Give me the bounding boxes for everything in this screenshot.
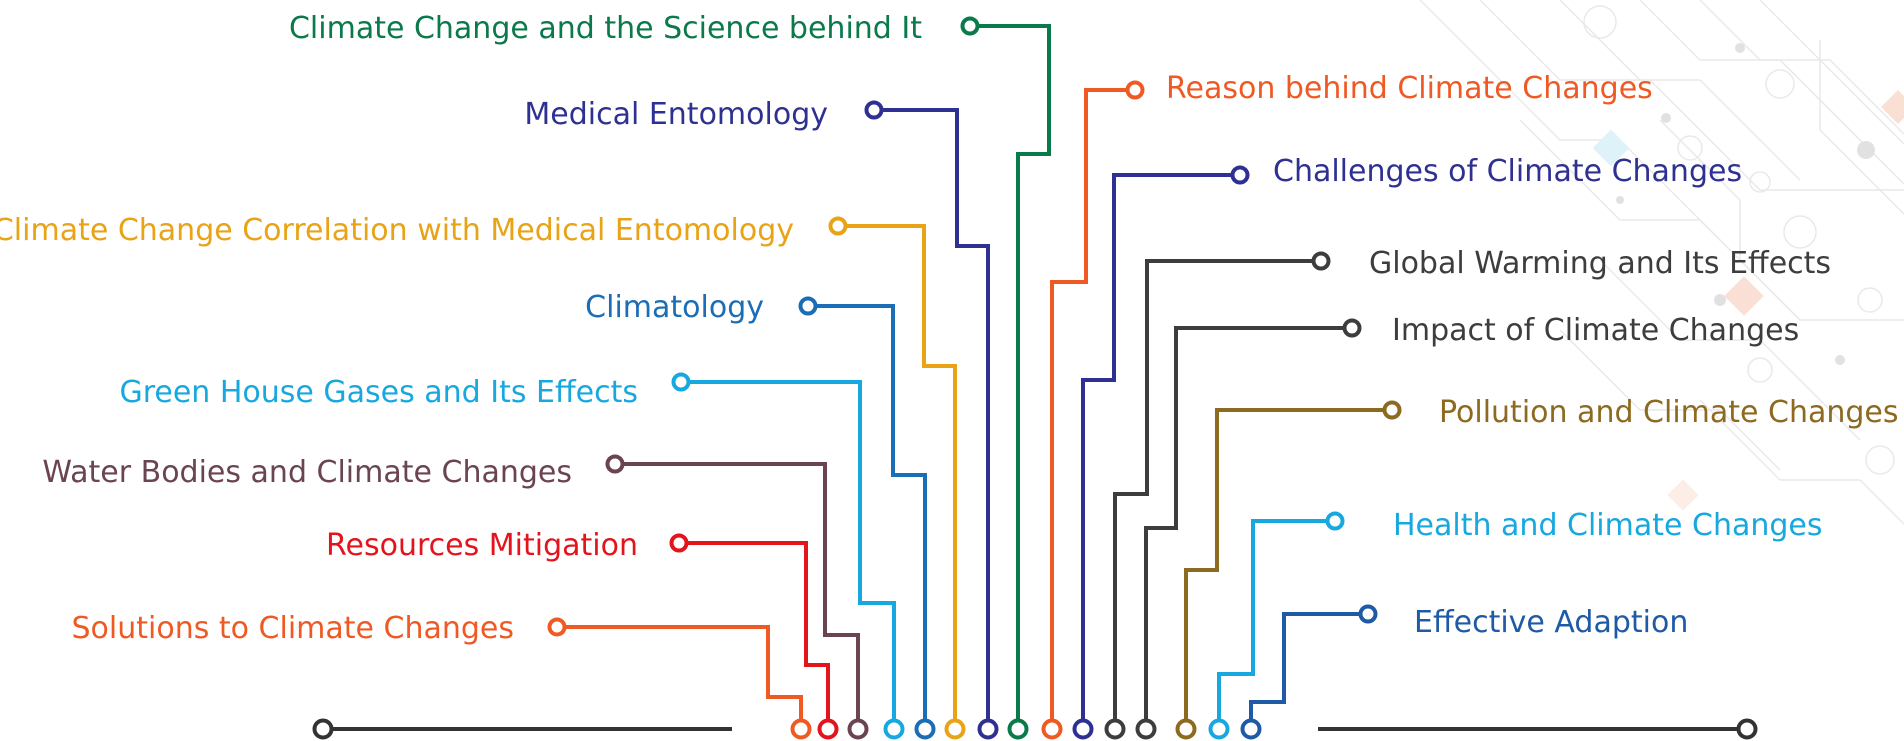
topic-node-left-2 <box>828 216 848 236</box>
baseline <box>312 718 1758 740</box>
background-circuit-pattern <box>1419 0 1904 525</box>
connector-line-right-4 <box>1184 408 1392 729</box>
topic-node-left-3 <box>798 296 818 316</box>
connector-line-left-6 <box>679 541 830 729</box>
topic-label-left-5: Water Bodies and Climate Changes <box>42 455 572 490</box>
connector-line-left-5 <box>615 462 860 729</box>
topic-label-left-1: Medical Entomology <box>524 97 828 132</box>
base-node-right-6 <box>1240 718 1262 740</box>
base-node-right-0 <box>1041 718 1063 740</box>
connector-line-right-3 <box>1144 326 1352 729</box>
connector-line-right-2 <box>1113 259 1321 729</box>
topic-node-left-1 <box>864 100 884 120</box>
base-node-right-3 <box>1135 718 1157 740</box>
topic-node-left-5 <box>605 454 625 474</box>
topic-node-left-6 <box>669 533 689 553</box>
base-node-left-4 <box>883 718 905 740</box>
base-node-right-2 <box>1104 718 1126 740</box>
connector-line-right-1 <box>1081 173 1240 729</box>
topic-node-right-5 <box>1325 511 1345 531</box>
topic-label-left-3: Climatology <box>585 290 764 325</box>
base-node-left-6 <box>817 718 839 740</box>
topic-label-right-1: Challenges of Climate Changes <box>1273 154 1742 189</box>
topic-label-right-3: Impact of Climate Changes <box>1392 313 1799 348</box>
topic-label-right-0: Reason behind Climate Changes <box>1166 71 1653 106</box>
base-node-right-4 <box>1175 718 1197 740</box>
topic-label-right-5: Health and Climate Changes <box>1393 508 1823 543</box>
connector-line-left-7 <box>557 625 803 729</box>
base-node-left-7 <box>790 718 812 740</box>
base-node-left-1 <box>977 718 999 740</box>
topic-label-left-2: Climate Change Correlation with Medical … <box>0 213 794 248</box>
connectors <box>547 16 1402 740</box>
base-node-left-2 <box>944 718 966 740</box>
topic-label-left-7: Solutions to Climate Changes <box>72 611 515 646</box>
topic-label-right-4: Pollution and Climate Changes <box>1439 395 1899 430</box>
topic-node-left-4 <box>671 372 691 392</box>
connector-line-left-1 <box>874 108 990 729</box>
baseline-end-node-right <box>1736 718 1758 740</box>
topic-label-right-2: Global Warming and Its Effects <box>1369 246 1831 281</box>
labels: Climate Change and the Science behind It… <box>0 11 1899 646</box>
topic-node-left-0 <box>960 16 980 36</box>
topic-label-left-4: Green House Gases and Its Effects <box>119 375 638 410</box>
baseline-end-node-left <box>312 718 334 740</box>
base-node-right-1 <box>1072 718 1094 740</box>
topic-node-right-2 <box>1311 251 1331 271</box>
connector-line-right-5 <box>1217 519 1335 729</box>
base-node-left-0 <box>1007 718 1029 740</box>
connector-line-left-3 <box>808 304 927 729</box>
topic-label-right-6: Effective Adaption <box>1414 605 1688 640</box>
base-node-left-3 <box>914 718 936 740</box>
connector-line-left-4 <box>681 380 896 729</box>
connector-line-left-2 <box>838 224 957 729</box>
connector-line-left-0 <box>970 24 1051 729</box>
topic-node-right-0 <box>1125 80 1145 100</box>
topic-node-right-3 <box>1342 318 1362 338</box>
topic-label-left-6: Resources Mitigation <box>326 528 638 563</box>
base-node-right-5 <box>1208 718 1230 740</box>
topic-node-right-6 <box>1358 604 1378 624</box>
topic-node-left-7 <box>547 617 567 637</box>
connector-line-right-0 <box>1050 88 1135 729</box>
connector-line-right-6 <box>1249 612 1368 729</box>
topic-label-left-0: Climate Change and the Science behind It <box>289 11 922 46</box>
topic-node-right-1 <box>1230 165 1250 185</box>
base-node-left-5 <box>847 718 869 740</box>
topic-node-right-4 <box>1382 400 1402 420</box>
